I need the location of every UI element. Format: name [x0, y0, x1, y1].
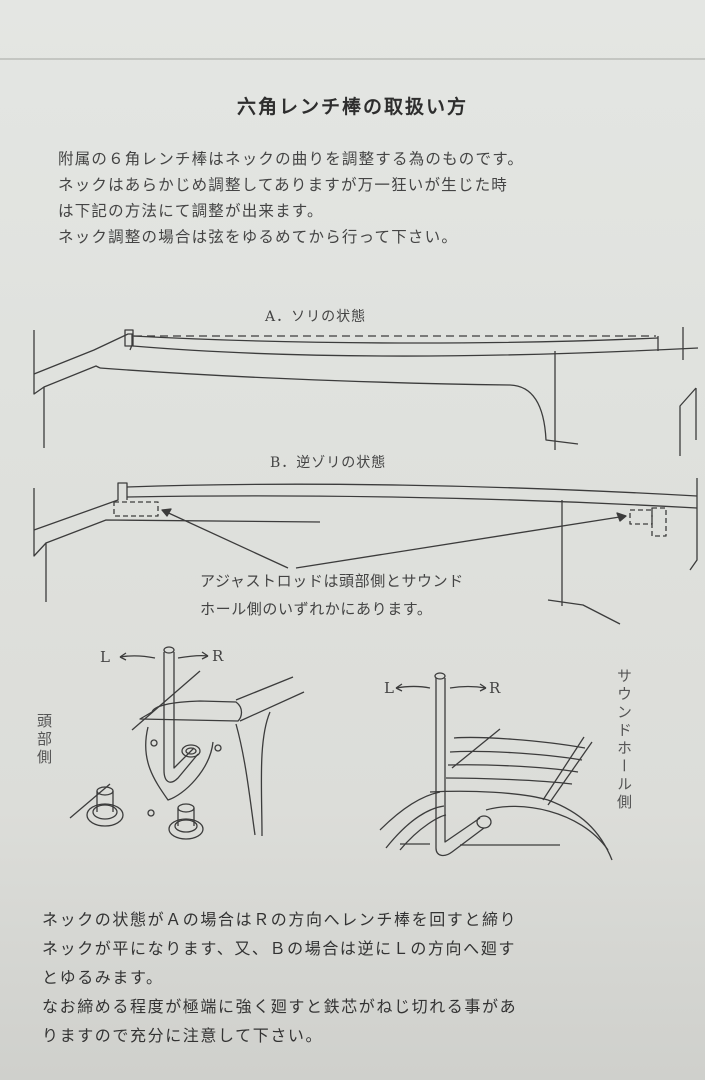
adjust-rod-callout: アジャストロッドは頭部側とサウンド ホール側のいずれかにあります。	[200, 567, 540, 623]
intro-line: ネックはあらかじめ調整してありますが万一狂いが生じた時	[58, 176, 508, 194]
diagram-a-caption: A．ソリの状態	[265, 309, 367, 325]
diagram-a-neck-bow	[33, 327, 699, 456]
page-title: 六角レンチ棒の取扱い方	[236, 96, 468, 118]
instruction-line: ネックの状態がＡの場合はＲの方向へレンチ棒を回すと締り	[42, 910, 518, 929]
head-arrow-left-label: L	[100, 648, 110, 666]
callout-line: ホール側のいずれかにあります。	[200, 600, 433, 618]
soundhole-side-wrench-illustration	[379, 672, 613, 861]
diagram-b-neck-backbow	[33, 478, 698, 625]
head-side-label: 頭部側	[35, 713, 53, 767]
head-arrow-right-label: R	[212, 647, 224, 665]
arrow-labels: L R L R	[100, 647, 501, 697]
head-side-wrench-illustration	[69, 646, 305, 840]
instruction-line: ネックが平になります、又、Ｂの場合は逆にＬの方向へ廻す	[42, 939, 516, 958]
soundhole-arrow-right-label: R	[489, 679, 501, 697]
instruction-line: りますので充分に注意して下さい。	[42, 1026, 324, 1045]
intro-paragraph: 附属の６角レンチ棒はネックの曲りを調整する為のものです。 ネックはあらかじめ調整…	[58, 146, 678, 250]
intro-line: ネック調整の場合は弦をゆるめてから行って下さい。	[58, 228, 459, 246]
paper-fold-edge	[0, 58, 705, 60]
soundhole-side-label: サウンドホール側	[615, 668, 633, 812]
intro-line: 附属の６角レンチ棒はネックの曲りを調整する為のものです。	[58, 150, 525, 168]
soundhole-arrow-left-label: L	[384, 679, 394, 697]
callout-line: アジャストロッドは頭部側とサウンド	[200, 572, 464, 590]
instruction-line: なお締める程度が極端に強く廻すと鉄芯がねじ切れる事があ	[42, 997, 518, 1016]
diagram-b-caption: B．逆ゾリの状態	[270, 455, 387, 471]
intro-line: は下記の方法にて調整が出来ます。	[58, 202, 324, 220]
instruction-line: とゆるみます。	[42, 968, 164, 987]
adjustment-instructions: ネックの状態がＡの場合はＲの方向へレンチ棒を回すと締り ネックが平になります、又…	[42, 905, 682, 1050]
